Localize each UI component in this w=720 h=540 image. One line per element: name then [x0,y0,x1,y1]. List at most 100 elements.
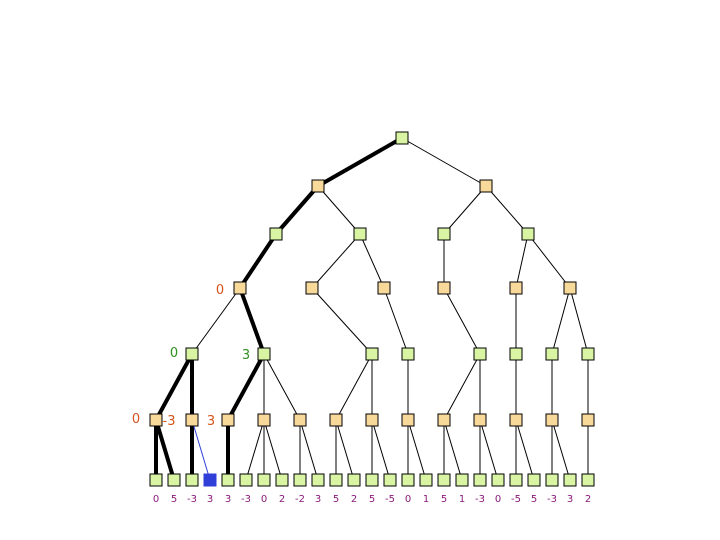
max-node-e6[interactable] [329,413,343,427]
tree-edge [317,185,361,235]
leaf-node[interactable] [239,473,253,487]
min-node-d1[interactable] [185,347,199,361]
min-node-a2[interactable] [353,227,367,241]
leaf-value: 1 [459,494,465,505]
max-node-e11[interactable] [509,413,523,427]
leaf-value: -3 [187,494,197,505]
tree-edge [515,233,529,289]
node-value-e2: -3 [163,414,176,429]
max-node-e8[interactable] [401,413,415,427]
leaf-edge [443,419,463,481]
leaf-edge [299,419,319,481]
leaf-edge [407,419,427,481]
leaf-node[interactable] [185,473,199,487]
leaf-value: 3 [207,494,213,505]
leaf-value: 5 [171,494,177,505]
leaf-node[interactable] [491,473,505,487]
leaf-node[interactable] [329,473,343,487]
min-node-r[interactable] [395,131,409,145]
leaf-value: 2 [351,494,357,505]
leaf-value: 0 [495,494,501,505]
min-node-b1[interactable] [437,227,451,241]
leaf-value: 0 [261,494,267,505]
selected-leaf-node[interactable] [203,473,217,487]
leaf-edge [551,419,571,481]
tree-edge [316,136,404,188]
max-node-c2[interactable] [305,281,319,295]
min-node-d5[interactable] [473,347,487,361]
leaf-edge [191,419,211,481]
max-node-c4[interactable] [437,281,451,295]
leaf-edge [335,419,355,481]
min-node-b2[interactable] [521,227,535,241]
leaf-node[interactable] [275,473,289,487]
max-node-c6[interactable] [563,281,577,295]
node-value-e1: 0 [132,412,140,427]
tree-edge [383,287,409,355]
leaf-node[interactable] [167,473,181,487]
leaf-value: -5 [511,494,521,505]
leaf-node[interactable] [581,473,595,487]
leaf-value: 3 [225,494,231,505]
leaf-node[interactable] [473,473,487,487]
max-node-e13[interactable] [581,413,595,427]
leaf-node[interactable] [365,473,379,487]
leaf-node[interactable] [347,473,361,487]
tree-edge [569,287,589,355]
leaf-edge [263,419,283,481]
leaf-node[interactable] [455,473,469,487]
tree-edges [154,136,589,482]
max-node-b[interactable] [479,179,493,193]
tree-edge [238,232,278,290]
tree-edge [263,353,301,421]
max-node-e10[interactable] [473,413,487,427]
min-node-d8[interactable] [581,347,595,361]
leaf-node[interactable] [221,473,235,487]
min-node-d3[interactable] [365,347,379,361]
tree-edge [443,287,481,355]
node-value-c1: 0 [216,283,224,298]
min-node-a1[interactable] [269,227,283,241]
max-node-e7[interactable] [365,413,379,427]
leaf-node[interactable] [527,473,541,487]
tree-edge [443,185,487,235]
leaf-value: 5 [333,494,339,505]
max-node-c3[interactable] [377,281,391,295]
leaf-node[interactable] [401,473,415,487]
tree-edge [443,353,481,421]
max-node-c1[interactable] [233,281,247,295]
tree-nodes [149,131,595,487]
leaf-node[interactable] [149,473,163,487]
max-node-a[interactable] [311,179,325,193]
min-node-d6[interactable] [509,347,523,361]
leaf-value: -3 [241,494,251,505]
leaf-node[interactable] [563,473,577,487]
leaf-node[interactable] [545,473,559,487]
max-node-e2[interactable] [185,413,199,427]
max-node-e5[interactable] [293,413,307,427]
tree-edge [359,233,385,289]
min-node-d7[interactable] [545,347,559,361]
min-node-d4[interactable] [401,347,415,361]
max-node-e1[interactable] [149,413,163,427]
leaf-node[interactable] [437,473,451,487]
leaf-node[interactable] [419,473,433,487]
max-node-e3[interactable] [221,413,235,427]
leaf-node[interactable] [509,473,523,487]
max-node-e12[interactable] [545,413,559,427]
max-node-c5[interactable] [509,281,523,295]
leaf-value: 5 [441,494,447,505]
max-node-e4[interactable] [257,413,271,427]
min-node-d2[interactable] [257,347,271,361]
max-node-e9[interactable] [437,413,451,427]
leaf-node[interactable] [293,473,307,487]
leaf-node[interactable] [311,473,325,487]
leaf-edge [515,419,535,481]
tree-edge [527,233,571,289]
leaf-node[interactable] [257,473,271,487]
leaf-value: -3 [547,494,557,505]
tree-edge [401,137,487,187]
tree-edge [274,184,320,236]
leaf-node[interactable] [383,473,397,487]
